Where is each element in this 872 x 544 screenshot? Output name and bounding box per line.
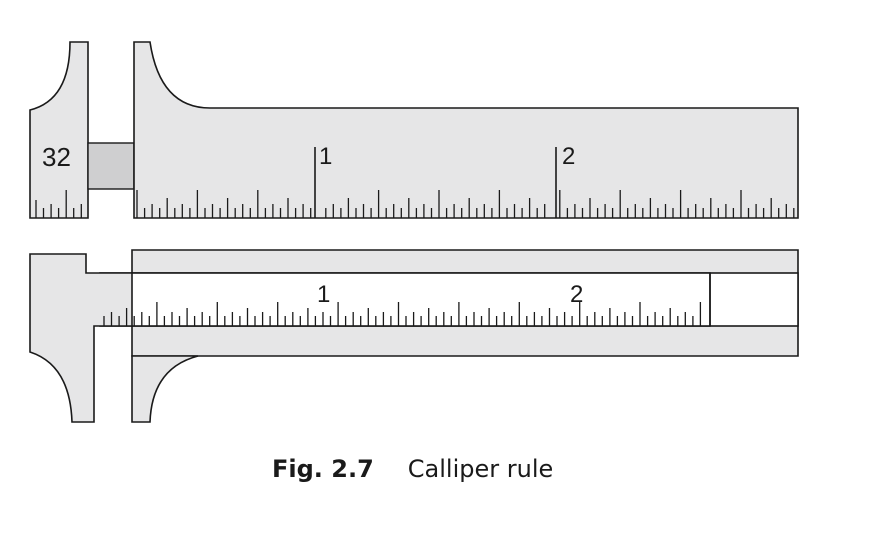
top-main-scale-ticks	[136, 190, 795, 218]
top-left-jaw	[29, 41, 89, 219]
bottom-scale-label-1: 1	[317, 281, 330, 308]
calliper-rule-diagram: 32 1 2 1 2	[29, 41, 799, 423]
top-corner-label: 32	[42, 142, 71, 172]
bottom-slider	[99, 272, 711, 327]
bottom-rule: 1 2	[29, 249, 799, 423]
top-main-body	[133, 41, 799, 219]
bottom-scale-label-2: 2	[570, 281, 583, 308]
figure-number: Fig. 2.7	[272, 455, 374, 483]
top-left-scale-ticks	[35, 190, 82, 218]
bottom-scale-ticks	[103, 302, 702, 326]
top-rule: 32 1 2	[29, 41, 799, 219]
bottom-left-head	[29, 253, 133, 423]
figure-title: Calliper rule	[407, 455, 554, 483]
bottom-right-jaw	[131, 355, 199, 423]
top-scale-label-2: 2	[562, 143, 575, 170]
top-scale-label-1: 1	[319, 143, 332, 170]
jaw-gap-block	[87, 142, 135, 190]
